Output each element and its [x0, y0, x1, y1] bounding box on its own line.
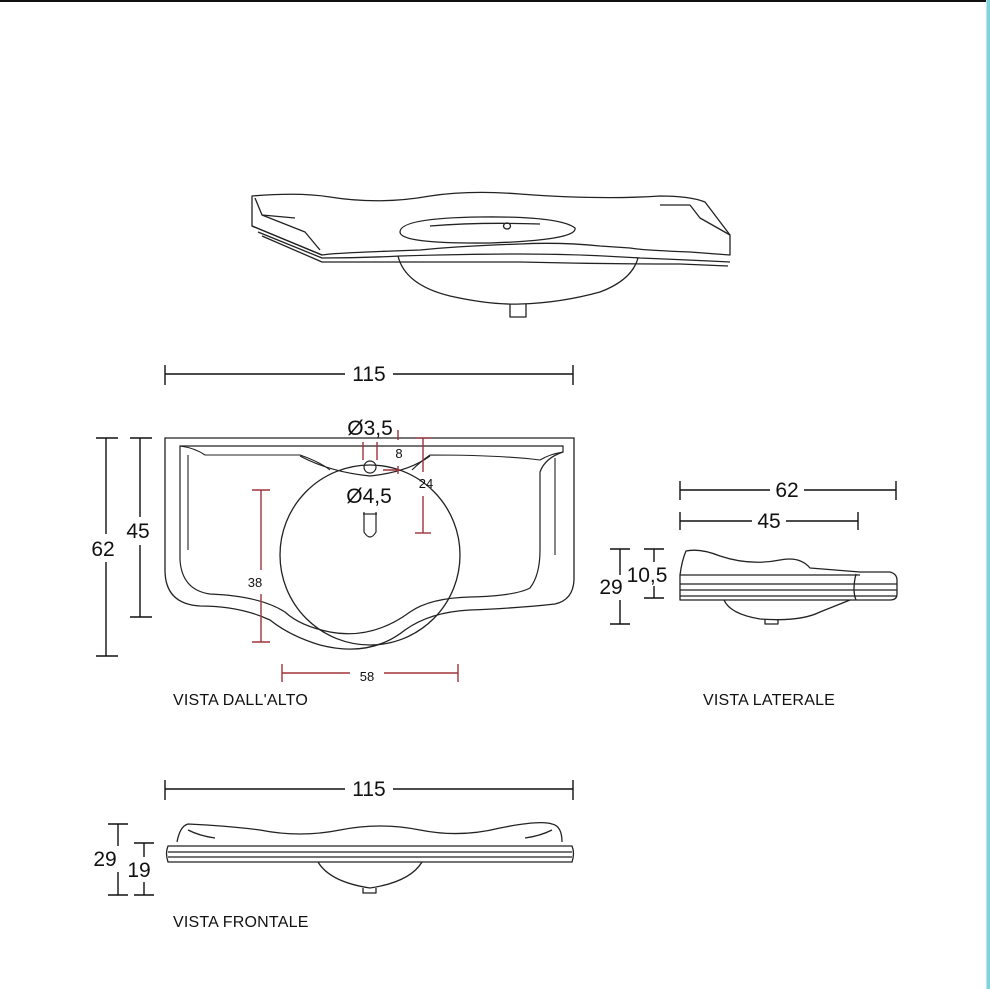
- tap-hole-offset: 8: [395, 446, 402, 461]
- tap-hole-diameter: Ø3,5: [347, 417, 393, 440]
- drain-diameter: Ø4,5: [346, 485, 392, 508]
- perspective-drain: [509, 304, 527, 318]
- right-accent-border: [987, 0, 990, 989]
- top-width-dimension: [164, 365, 574, 385]
- tap-hole: [363, 460, 377, 474]
- side-depth-total-dimension: [679, 481, 897, 500]
- front-width-value: 115: [352, 778, 385, 801]
- top-view-basin: [279, 464, 461, 646]
- side-view-label: VISTA LATERALE: [703, 692, 835, 709]
- front-profile: [165, 822, 575, 894]
- front-height-body-dimension: [134, 842, 154, 896]
- top-view-inner-outline: [179, 445, 564, 635]
- perspective-basin-body: [397, 255, 639, 305]
- top-border: [0, 0, 990, 2]
- drain-hole: [363, 512, 377, 538]
- top-depth-basin-dimension: [130, 437, 152, 618]
- side-height-top-dimension: [644, 548, 664, 599]
- top-width-value: 115: [352, 363, 385, 386]
- front-height-total-dimension: [108, 823, 128, 896]
- perspective-top-surface: [251, 191, 731, 256]
- right-accent-border-inner: [986, 0, 987, 989]
- top-depth-total-dimension: [96, 437, 118, 657]
- perspective-right-rim: [689, 204, 731, 236]
- basin-depth-value: 38: [248, 575, 262, 590]
- top-view-label: VISTA DALL'ALTO: [173, 692, 308, 709]
- front-height-total-value: 29: [93, 848, 116, 871]
- top-depth-total-value: 62: [91, 538, 114, 561]
- top-accent-dimensions: [252, 430, 459, 682]
- side-depth-basin-value: 45: [757, 510, 780, 533]
- side-profile: [679, 549, 898, 625]
- perspective-view: [251, 191, 731, 318]
- perspective-left-rim: [254, 197, 321, 251]
- top-view-outline: [164, 437, 575, 650]
- side-height-total-dimension: [610, 548, 630, 625]
- front-view: 115 29 19 VISTA FRONTALE: [93, 778, 575, 931]
- side-height-total-value: 29: [599, 576, 622, 599]
- side-height-top-value: 10,5: [627, 564, 668, 587]
- side-depth-total-value: 62: [775, 479, 798, 502]
- front-view-label: VISTA FRONTALE: [173, 914, 309, 931]
- perspective-tap-hole: [502, 222, 512, 230]
- front-width-dimension: [164, 780, 574, 800]
- front-height-body-value: 19: [127, 859, 150, 882]
- basin-width-value: 58: [360, 669, 374, 684]
- tap-hole-distance: 24: [419, 476, 433, 491]
- top-view: 115 62 45: [91, 363, 575, 709]
- perspective-basin-opening: [399, 216, 576, 244]
- side-view: 62 45 29 10,5: [599, 479, 898, 709]
- side-depth-basin-dimension: [679, 512, 859, 530]
- top-depth-basin-value: 45: [126, 520, 149, 543]
